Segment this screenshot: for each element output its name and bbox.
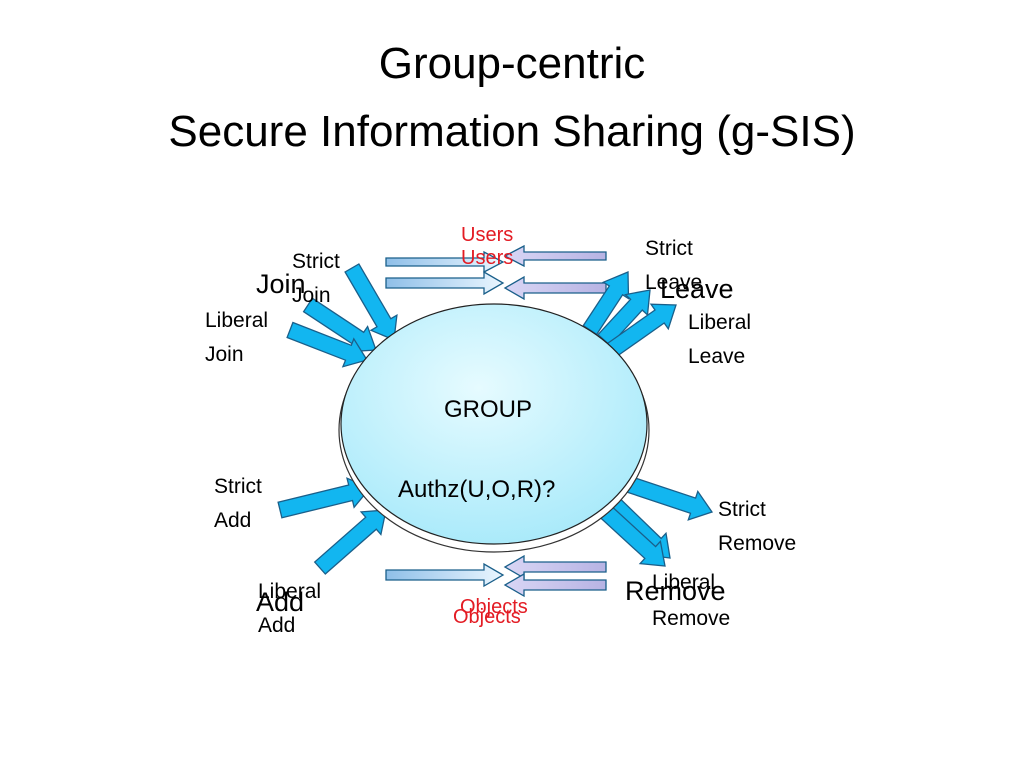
strict-leave-arrow-icon (582, 271, 630, 336)
slide-title-line-2: Secure Information Sharing (g-SIS) (168, 107, 856, 156)
users-label-shadow: Users (461, 247, 514, 269)
liberal-add-line-2: Add (258, 614, 296, 637)
liberal-join-line-2: Join (205, 343, 244, 366)
arrows-group (277, 263, 714, 575)
liberal-remove-arrow-icon (599, 505, 666, 567)
liberal-join-arrow-icon (286, 321, 369, 368)
objects-label: Objects (460, 596, 528, 618)
leave-heading: Leave (660, 274, 734, 304)
strict-join-arrow-icon (344, 263, 398, 341)
strict-join-line-2: Join (292, 284, 331, 307)
remove-heading: Remove (625, 576, 726, 606)
strict-remove-line-2: Remove (718, 532, 797, 555)
liberal-leave-line-1: Liberal (688, 311, 752, 334)
liberal-leave-line-2: Leave (688, 345, 746, 368)
leave-arrow-icon (597, 289, 651, 347)
slide-title-line-1: Group-centric (378, 39, 646, 88)
liberal-leave-arrow-icon (606, 303, 677, 358)
authz-label: Authz(U,O,R)? (398, 476, 556, 503)
group-ellipse (338, 303, 650, 553)
liberal-add-line-1: Liberal (258, 580, 322, 603)
liberal-join-line-1: Liberal (205, 309, 269, 332)
strict-leave-line-2: Leave (645, 271, 703, 294)
liberal-remove-line-1: Liberal (652, 571, 716, 594)
strict-add-line-1: Strict (214, 475, 262, 498)
strict-add-line-2: Add (214, 509, 252, 532)
objects-cycle-icon (385, 554, 607, 598)
strict-join-line-1: Strict (292, 250, 340, 273)
liberal-add-arrow-icon (313, 509, 387, 575)
liberal-remove-line-2: Remove (652, 607, 731, 630)
users-cycle-icon (385, 244, 607, 301)
users-label: Users (461, 224, 514, 246)
group-label: GROUP (444, 396, 533, 423)
strict-leave-line-1: Strict (645, 237, 693, 260)
join-heading: Join (256, 269, 306, 299)
add-heading: Add (256, 587, 305, 617)
strict-remove-line-1: Strict (718, 498, 766, 521)
strict-remove-arrow-icon (624, 475, 714, 521)
objects-label-shadow: Objects (453, 606, 521, 628)
